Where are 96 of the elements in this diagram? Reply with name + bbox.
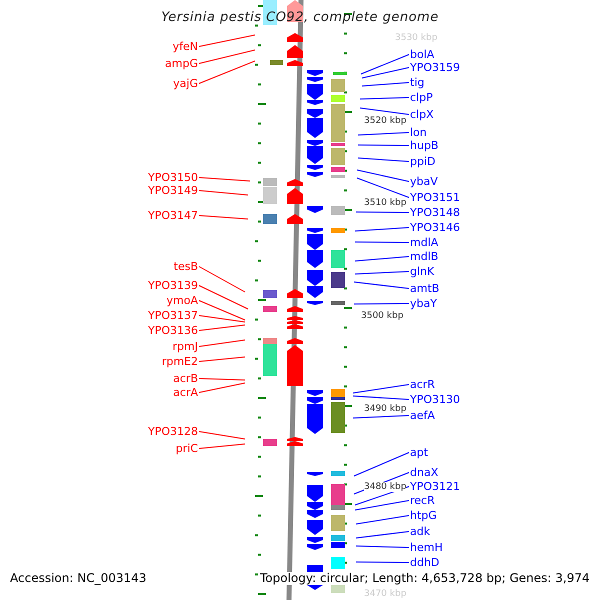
gene-label: yfeN	[172, 40, 198, 53]
gene-label: adk	[410, 525, 430, 538]
leader-line	[198, 266, 246, 292]
gene-label: yajG	[173, 77, 198, 90]
leader-line	[354, 500, 410, 510]
gene-label: recR	[410, 494, 435, 507]
leader-line	[362, 82, 410, 86]
footer-text: Accession: NC_003143	[10, 572, 146, 585]
leader-line	[358, 158, 410, 162]
gene-label: hupB	[410, 139, 438, 152]
gene-label: YPO3128	[148, 425, 198, 438]
gene-label: acrB	[173, 372, 198, 385]
gene-label: apt	[410, 446, 428, 459]
leader-line	[356, 178, 410, 198]
leader-line	[356, 170, 410, 182]
gene-label: bolA	[410, 48, 434, 61]
leader-line	[198, 324, 246, 331]
gene-label: amtB	[410, 282, 440, 295]
leader-line	[198, 340, 246, 347]
leader-line	[198, 356, 246, 362]
gene-label: acrR	[410, 378, 435, 391]
scale-label: 3500 kbp	[361, 311, 404, 321]
leader-line	[352, 396, 410, 400]
gene-label: aefA	[410, 409, 435, 422]
leader-line	[198, 444, 246, 449]
gene-label: rpmJ	[172, 340, 198, 353]
scale-label: 3480 kbp	[364, 482, 406, 492]
leader-line	[356, 515, 410, 524]
footer-text: Topology: circular; Length: 4,653,728 bp; Genes: 3,974	[260, 572, 590, 585]
leader-line	[198, 177, 250, 182]
gene-label: tig	[410, 76, 424, 89]
gene-label: ybaV	[410, 175, 438, 188]
gene-label: YPO3130	[410, 393, 460, 406]
gene-label: ddhD	[410, 556, 440, 569]
gene-label: ppiD	[410, 155, 436, 168]
gene-label: priC	[176, 442, 198, 455]
leader-line	[198, 300, 246, 320]
gene-label: mdlB	[410, 250, 438, 263]
leader-line	[354, 242, 410, 243]
gene-label: YPO3150	[148, 171, 198, 184]
gene-label: YPO3146	[410, 221, 460, 234]
gene-label: htpG	[410, 509, 437, 522]
gene-label: rpmE2	[162, 355, 198, 368]
leader-line	[356, 212, 410, 213]
gene-label: clpP	[410, 91, 433, 104]
gene-label: YPO3149	[148, 184, 198, 197]
leader-line	[198, 60, 256, 84]
gene-label: hemH	[410, 541, 443, 554]
leader-line	[356, 546, 410, 548]
gene-label: ymoA	[166, 294, 198, 307]
leader-line	[198, 190, 248, 196]
leader-line	[358, 132, 410, 136]
leader-line	[354, 227, 410, 232]
gene-label: YPO3159	[410, 61, 460, 74]
leader-line	[354, 256, 410, 262]
leader-line	[352, 415, 410, 418]
leader-line	[198, 382, 246, 393]
scale-label: 3510 kbp	[364, 198, 406, 208]
leader-line	[198, 378, 246, 380]
leader-line	[352, 384, 410, 394]
gene-label: clpX	[410, 108, 434, 121]
leader-line	[360, 108, 410, 115]
leader-line	[198, 285, 248, 310]
leader-line	[198, 431, 246, 440]
scale-label: 3490 kbp	[364, 404, 406, 414]
gene-label: YPO3136	[148, 324, 198, 337]
gene-label: YPO3137	[148, 309, 198, 322]
leader-line	[358, 144, 410, 146]
gene-label: YPO3139	[148, 279, 198, 292]
gene-label: mdlA	[410, 236, 438, 249]
gene-label: YPO3151	[410, 191, 460, 204]
leader-line	[198, 215, 248, 220]
gene-label: YPO3148	[410, 206, 460, 219]
gene-label: tesB	[174, 260, 198, 273]
leader-line	[360, 54, 410, 74]
scale-label: 3520 kbp	[364, 116, 406, 126]
leader-line	[356, 562, 410, 563]
leader-line	[362, 67, 410, 78]
gene-label: lon	[410, 126, 427, 139]
leader-line	[356, 531, 410, 538]
gene-label: YPO3147	[148, 209, 198, 222]
gene-label: YPO3121	[410, 480, 460, 493]
leader-line	[198, 34, 256, 47]
leader-line	[198, 315, 246, 322]
gene-label: dnaX	[410, 466, 438, 479]
leader-line	[198, 50, 256, 64]
gene-label: acrA	[173, 386, 198, 399]
gene-label: ampG	[165, 57, 198, 70]
leader-line	[354, 452, 410, 476]
leader-line	[354, 303, 410, 304]
leader-line	[354, 271, 410, 274]
leader-line	[354, 282, 410, 289]
gene-label: glnK	[410, 265, 434, 278]
title: Yersinia pestis CO92, complete genome	[160, 11, 440, 24]
leader-line	[360, 97, 410, 100]
gene-label: ybaY	[410, 297, 437, 310]
